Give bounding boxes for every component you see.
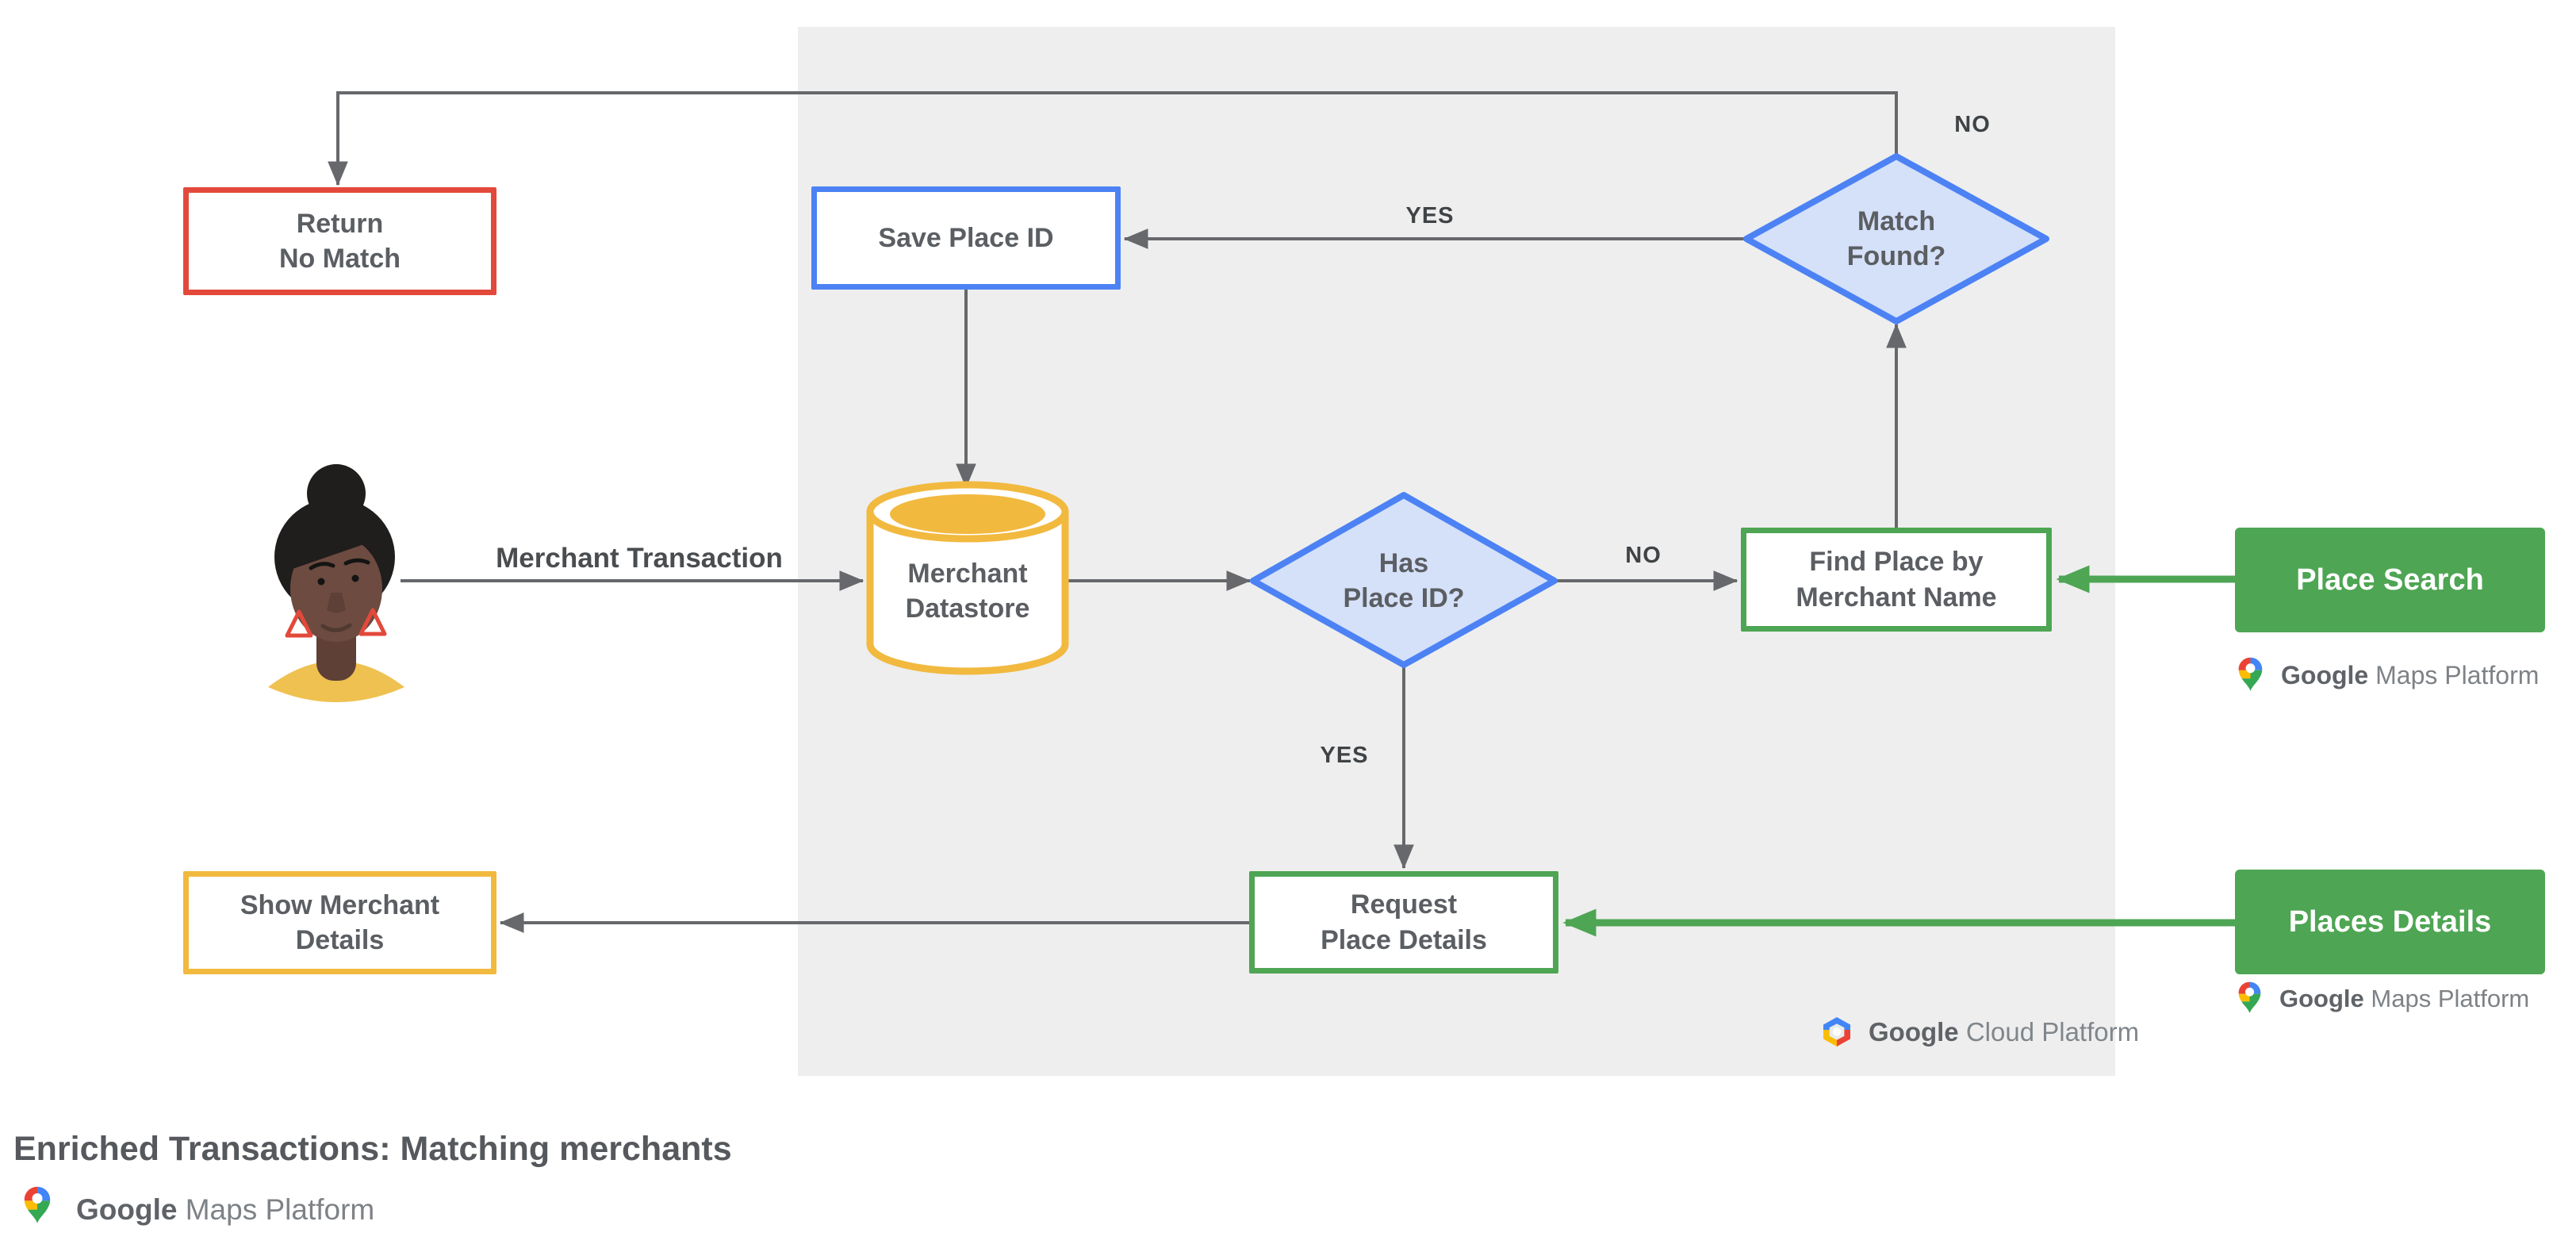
node-find-place-label: Find Place by Merchant Name [1796,547,1997,613]
google-maps-platform-wordmark: Google Maps Platform [76,1193,374,1227]
logo-text-google: Google [2281,660,2369,689]
google-maps-platform-wordmark: Google Maps Platform [2281,661,2539,690]
node-match-found-label: Match Found? [1846,205,1946,271]
google-maps-platform-logo-place-search: Google Maps Platform [2238,652,2539,698]
google-cloud-platform-wordmark: Google Cloud Platform [1869,1017,2139,1047]
page-title: Enriched Transactions: Matching merchant… [13,1130,732,1168]
logo-text-google: Google [1869,1017,1959,1047]
logo-text-maps-platform: Maps Platform [2375,660,2540,689]
node-request-place-details: Request Place Details [1249,871,1558,974]
logo-text-maps-platform: Maps Platform [2371,985,2530,1012]
edge-label-no-find: NO [1625,542,1662,568]
node-return-no-match-label: Return No Match [279,208,401,274]
google-cloud-platform-logo: Google Cloud Platform [1821,1016,2139,1049]
logo-text-google: Google [76,1193,178,1226]
node-save-place-id-label: Save Place ID [878,222,1054,253]
node-request-place-details-label: Request Place Details [1321,889,1487,955]
api-card-place-search: Place Search [2235,528,2545,632]
logo-text-maps-platform: Maps Platform [185,1193,375,1226]
gcp-hexagon-icon [1823,1017,1850,1047]
node-find-place-by-merchant-name: Find Place by Merchant Name [1741,528,2052,632]
api-card-places-details: Places Details [2235,870,2545,974]
edge-label-merchant-transaction: Merchant Transaction [496,543,783,574]
logo-text-google: Google [2279,985,2364,1012]
connector-lines [328,91,1907,933]
api-card-places-details-label: Places Details [2288,904,2492,939]
diamond-has-place-id [1250,492,1558,668]
logo-text-cloud-platform: Cloud Platform [1965,1017,2140,1047]
datastore-cylinder-icon [866,481,1069,675]
node-save-place-id: Save Place ID [811,186,1121,290]
api-connector-lines [1562,565,2235,937]
google-maps-platform-wordmark: Google Maps Platform [2279,985,2529,1013]
api-card-place-search-label: Place Search [2296,563,2484,597]
diamond-match-found [1743,153,2049,325]
node-show-merchant-details: Show Merchant Details [183,871,496,974]
edge-label-yes-save: YES [1405,202,1455,229]
google-maps-platform-logo-places-details: Google Maps Platform [2238,977,2529,1020]
edge-label-yes-request: YES [1320,742,1369,768]
node-has-place-id-label: Has Place ID? [1343,547,1465,613]
node-return-no-match: Return No Match [183,187,496,295]
google-maps-platform-logo-bottom: Google Maps Platform [24,1186,374,1234]
edge-matchfound-no-to-return [328,91,1898,186]
node-show-merchant-details-label: Show Merchant Details [240,889,440,955]
user-avatar-icon [268,464,404,702]
edge-label-no-return: NO [1954,111,1991,137]
node-merchant-datastore-label: Merchant Datastore [905,558,1030,624]
